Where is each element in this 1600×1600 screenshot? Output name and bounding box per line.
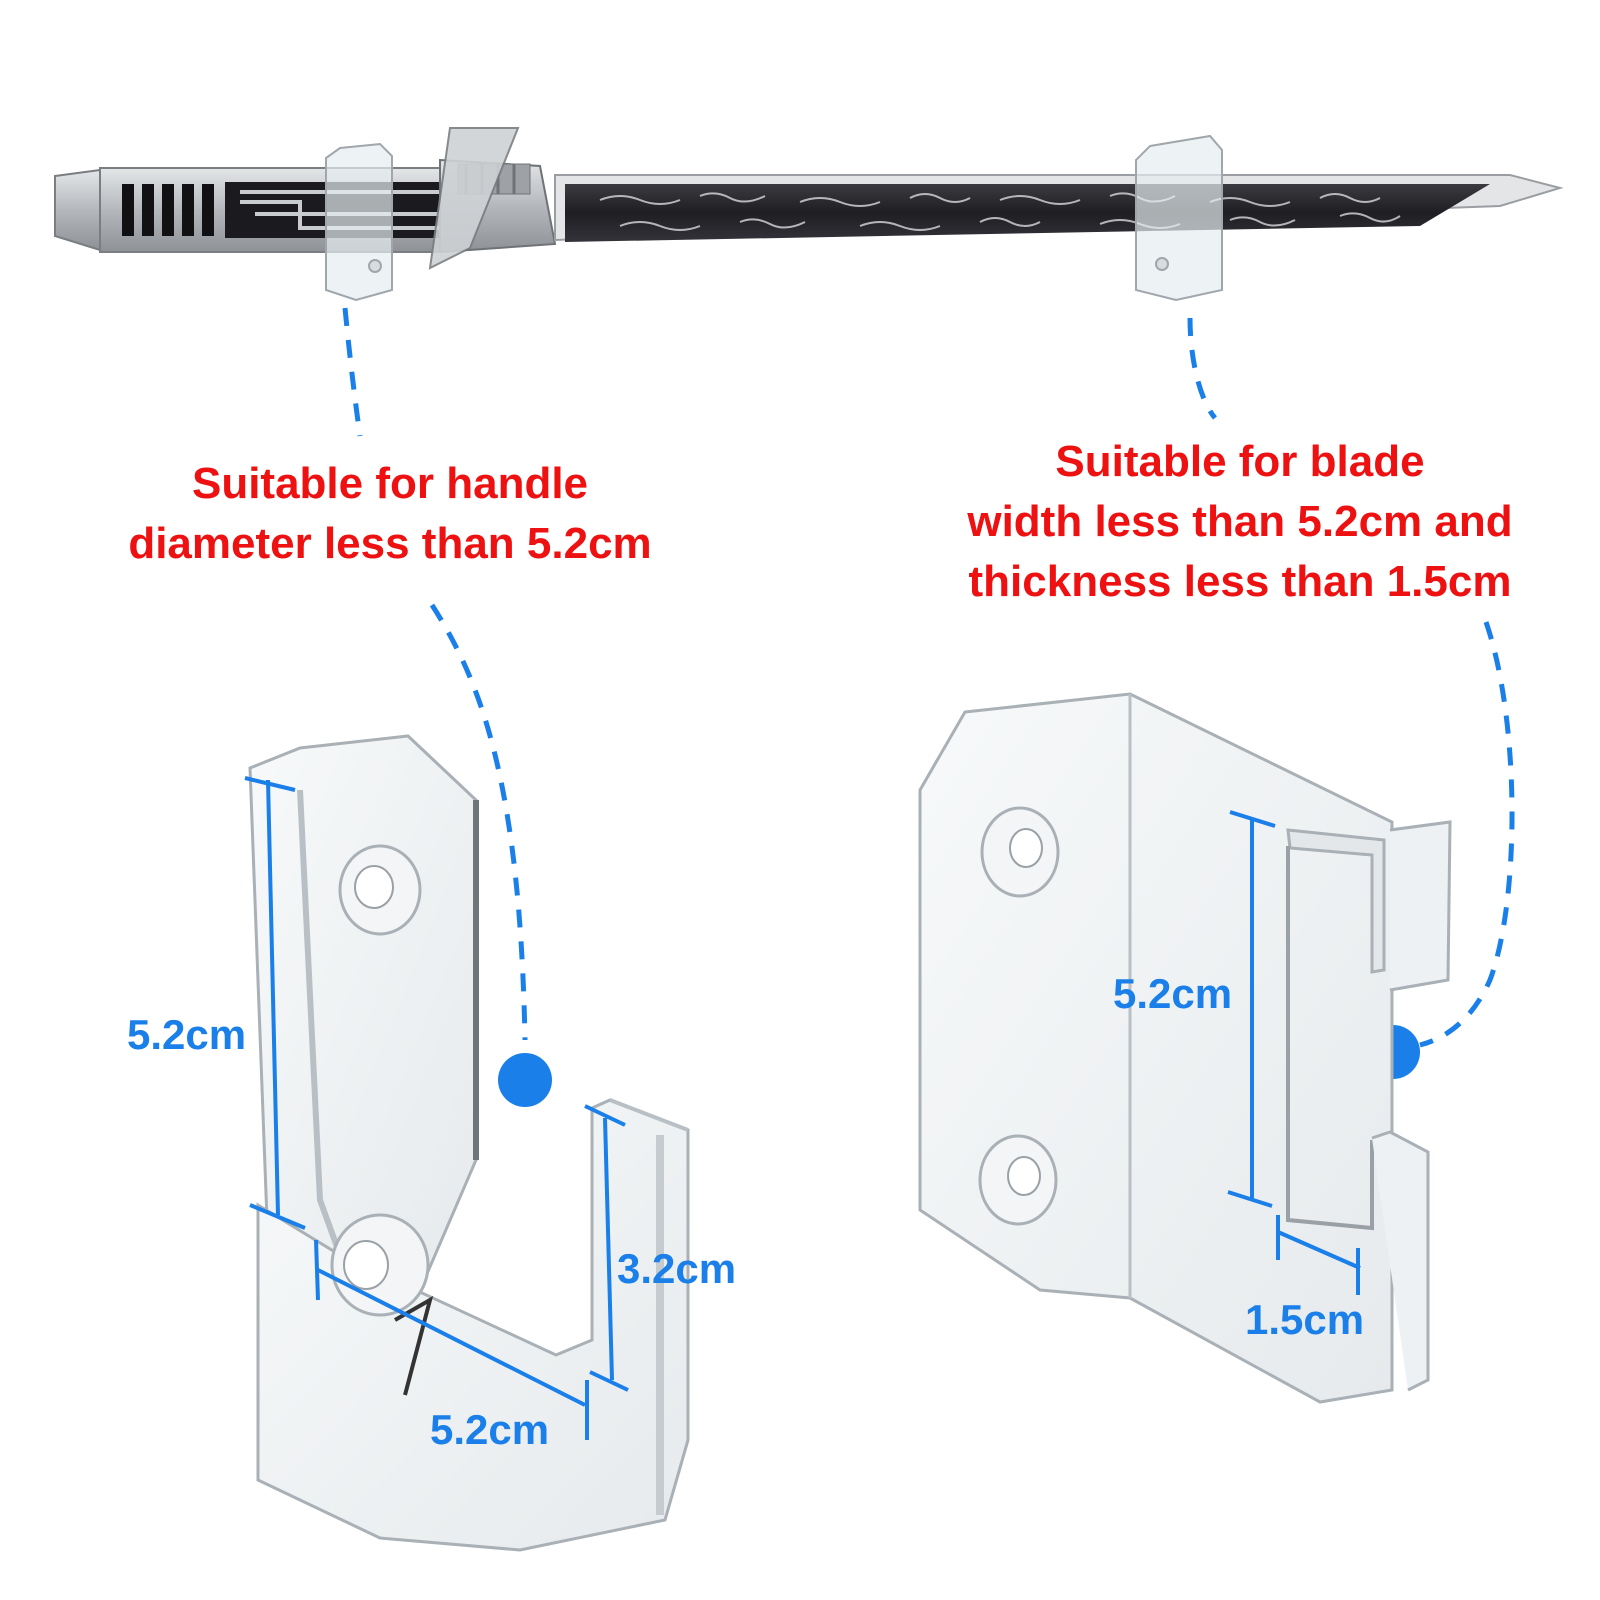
blade-holder-screw-holes — [978, 806, 1060, 1226]
mount-clip-right — [1135, 134, 1223, 302]
handle-holder-screw-holes — [330, 844, 430, 1317]
handle-caption-line: diameter less than 5.2cm — [128, 519, 652, 568]
leader-blade-bottom — [1419, 621, 1515, 1048]
leader-handle-top — [342, 307, 363, 437]
guard-fin — [428, 127, 520, 270]
handle-height-label: 5.2cm — [127, 1011, 247, 1058]
blade-caption: Suitable for blade width less than 5.2cm… — [900, 432, 1580, 612]
leader-handle-bottom — [429, 603, 528, 1041]
handle-caption-line: Suitable for handle — [191, 459, 589, 508]
blade-slot-height-label: 5.2cm — [1113, 970, 1233, 1017]
blade-caption-line: width less than 5.2cm and — [967, 497, 1513, 546]
blade-caption-line: Suitable for blade — [1055, 437, 1425, 486]
hilt-grip-stripes — [122, 184, 214, 236]
handle-caption: Suitable for handle diameter less than 5… — [60, 454, 720, 574]
handle-holder-backplate — [248, 734, 478, 1302]
sword — [54, 127, 1564, 302]
handle-depth-label: 3.2cm — [617, 1245, 737, 1292]
leader-blade-top — [1187, 317, 1217, 420]
mount-clip-left — [325, 142, 393, 302]
marker-dot-handle — [498, 1053, 552, 1107]
blade-slot-width-label: 1.5cm — [1245, 1296, 1365, 1343]
blade-holder — [918, 692, 1452, 1404]
handle-holder-dimension-lines — [244, 776, 629, 1440]
handle-holder — [244, 734, 690, 1552]
sword-pommel — [54, 168, 101, 252]
blade-caption-line: thickness less than 1.5cm — [968, 557, 1512, 606]
blade-holder-dimension-lines — [1227, 810, 1361, 1295]
handle-width-label: 5.2cm — [430, 1406, 550, 1453]
leader-lines — [342, 307, 1515, 1048]
